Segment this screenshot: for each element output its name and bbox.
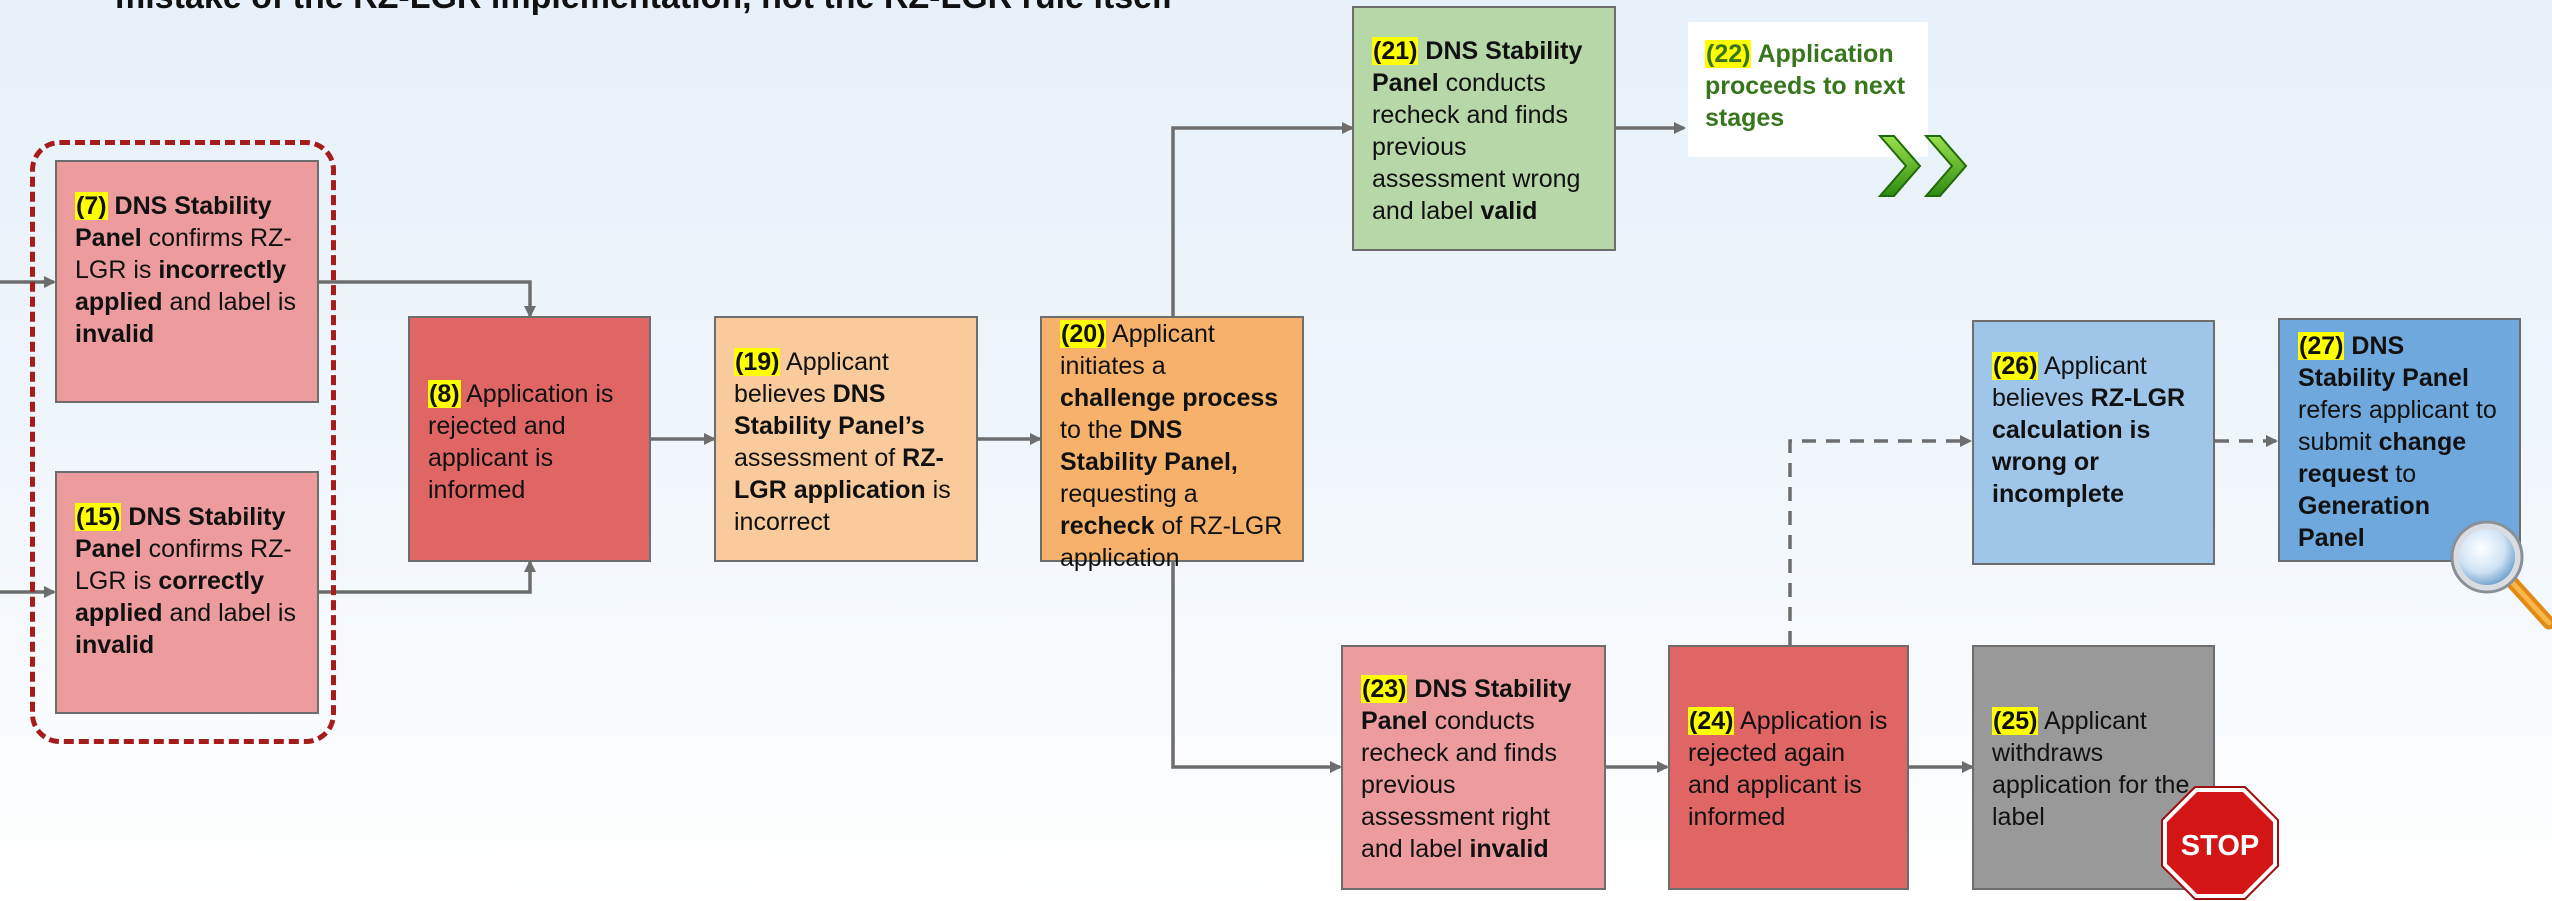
- magnifying-glass-icon: [2450, 520, 2552, 630]
- page-heading: mistake of the RZ-LGR implementation, no…: [115, 0, 1173, 17]
- arrow-b7-to-b8: [318, 280, 536, 318]
- step-number: (21): [1372, 37, 1419, 65]
- rz-lgr-outcome-group: [30, 140, 336, 744]
- step-21-box: (21) DNS Stability Panel conducts rechec…: [1352, 6, 1616, 251]
- step-26-box: (26) Applicant believes RZ-LGR calculati…: [1972, 320, 2215, 565]
- arrow-b15-to-b8: [318, 560, 536, 594]
- step-number: (27): [2298, 332, 2345, 360]
- arrow-b20-to-b23: [1171, 562, 1342, 773]
- step-23-box: (23) DNS Stability Panel conducts rechec…: [1341, 645, 1606, 890]
- step-20-box: (20) Applicant initiates a challenge pro…: [1040, 316, 1304, 572]
- step-15-box: (15) DNS Stability Panel confirms RZ-LGR…: [55, 471, 319, 714]
- step-19-box: (19) Applicant believes DNS Stability Pa…: [714, 316, 978, 562]
- step-number: (24): [1688, 707, 1735, 735]
- step-24-box: (24) Application is rejected again and a…: [1668, 645, 1909, 890]
- stop-sign-icon: STOP: [2161, 786, 2279, 900]
- stop-sign-label: STOP: [2181, 830, 2259, 862]
- double-chevron-right-icon: [1877, 135, 1968, 197]
- step-number: (23): [1361, 675, 1408, 703]
- step-7-box: (7) DNS Stability Panel confirms RZ-LGR …: [55, 160, 319, 403]
- step-number: (20): [1060, 320, 1107, 348]
- step-number: (8): [428, 380, 461, 408]
- arrow-b20-to-b21: [1171, 122, 1354, 316]
- step-number: (25): [1992, 707, 2039, 735]
- step-number: (15): [75, 503, 122, 531]
- step-number: (19): [734, 348, 781, 376]
- dashed-arrow-b24-to-b26: [1788, 435, 1972, 645]
- step-number: (26): [1992, 352, 2039, 380]
- step-8-box: (8) Application is rejected and applican…: [408, 316, 651, 562]
- step-number: (7): [75, 192, 108, 220]
- step-number: (22): [1705, 40, 1752, 68]
- step-22-note: (22) Application proceeds to next stages: [1688, 22, 1928, 157]
